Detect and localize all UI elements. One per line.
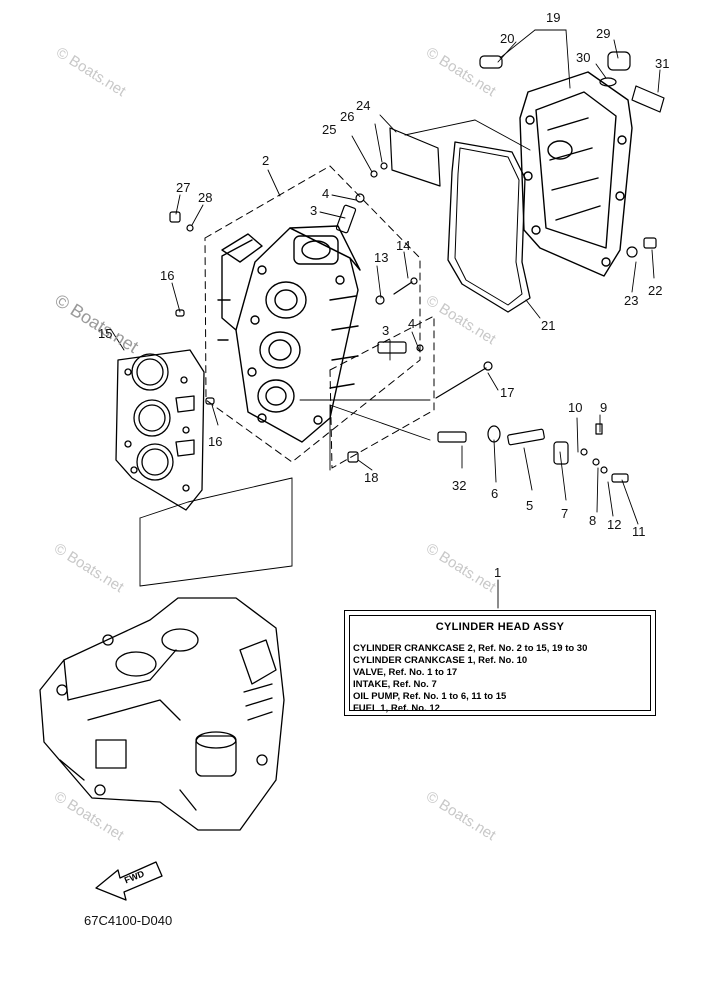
callout-number: 31 <box>655 56 670 71</box>
callout-number: 15 <box>98 326 113 341</box>
callout-number: 8 <box>589 513 597 528</box>
callout-number: 2 <box>262 153 270 168</box>
callout-number: 25 <box>322 122 337 137</box>
callout-number: 3 <box>382 323 390 338</box>
callout-number: 28 <box>198 190 213 205</box>
callout-number: 29 <box>596 26 611 41</box>
reference-line: CYLINDER CRANKCASE 2, Ref. No. 2 to 15, … <box>353 643 588 654</box>
fwd-arrow <box>95 861 163 901</box>
callout-number: 14 <box>396 238 411 253</box>
callout-number: 16 <box>160 268 175 283</box>
callout-number: 30 <box>576 50 591 65</box>
callout-number: 17 <box>500 385 515 400</box>
callout-number: 27 <box>176 180 191 195</box>
head-cover <box>519 71 633 277</box>
drawing-code: 67C4100-D040 <box>84 913 173 928</box>
group-box-head <box>204 165 435 469</box>
head-gasket <box>115 349 205 511</box>
callout-number: 1 <box>494 565 502 580</box>
callout-number: 7 <box>561 506 569 521</box>
callout-number: 18 <box>364 470 379 485</box>
cover-gasket <box>447 141 531 313</box>
reference-line: VALVE, Ref. No. 1 to 17 <box>353 667 458 678</box>
assembly-title: CYLINDER HEAD ASSY <box>435 621 565 633</box>
cylinder-head <box>217 225 361 443</box>
crankcase-block <box>39 597 285 831</box>
callout-number: 11 <box>632 524 646 539</box>
assembly-reference-inner-border <box>349 615 651 711</box>
callout-number: 22 <box>648 283 663 298</box>
callout-number: 32 <box>452 478 467 493</box>
leader-lines <box>109 29 661 609</box>
reference-line: FUEL 1, Ref. No. 12 <box>353 703 440 714</box>
callout-number: 13 <box>374 250 389 265</box>
callout-number: 23 <box>624 293 639 308</box>
callout-number: 5 <box>526 498 534 513</box>
callout-number: 16 <box>208 434 223 449</box>
callout-number: 19 <box>546 10 561 25</box>
callout-number: 26 <box>340 109 355 124</box>
callout-number: 21 <box>541 318 556 333</box>
reference-line: INTAKE, Ref. No. 7 <box>353 679 437 690</box>
reference-line: OIL PUMP, Ref. No. 1 to 6, 11 to 15 <box>353 691 507 702</box>
callout-number: 9 <box>600 400 608 415</box>
callout-number: 10 <box>568 400 583 415</box>
callout-number: 24 <box>356 98 371 113</box>
callout-number: 12 <box>607 517 622 532</box>
callout-number: 20 <box>500 31 515 46</box>
callout-number: 4 <box>322 186 330 201</box>
reference-line: CYLINDER CRANKCASE 1, Ref. No. 10 <box>353 655 528 666</box>
callout-number: 4 <box>408 316 416 331</box>
assembly-reference-box: CYLINDER HEAD ASSY CYLINDER CRANKCASE 2,… <box>344 610 656 716</box>
small-parts <box>169 51 665 483</box>
callout-number: 3 <box>310 203 318 218</box>
callout-number: 6 <box>491 486 499 501</box>
